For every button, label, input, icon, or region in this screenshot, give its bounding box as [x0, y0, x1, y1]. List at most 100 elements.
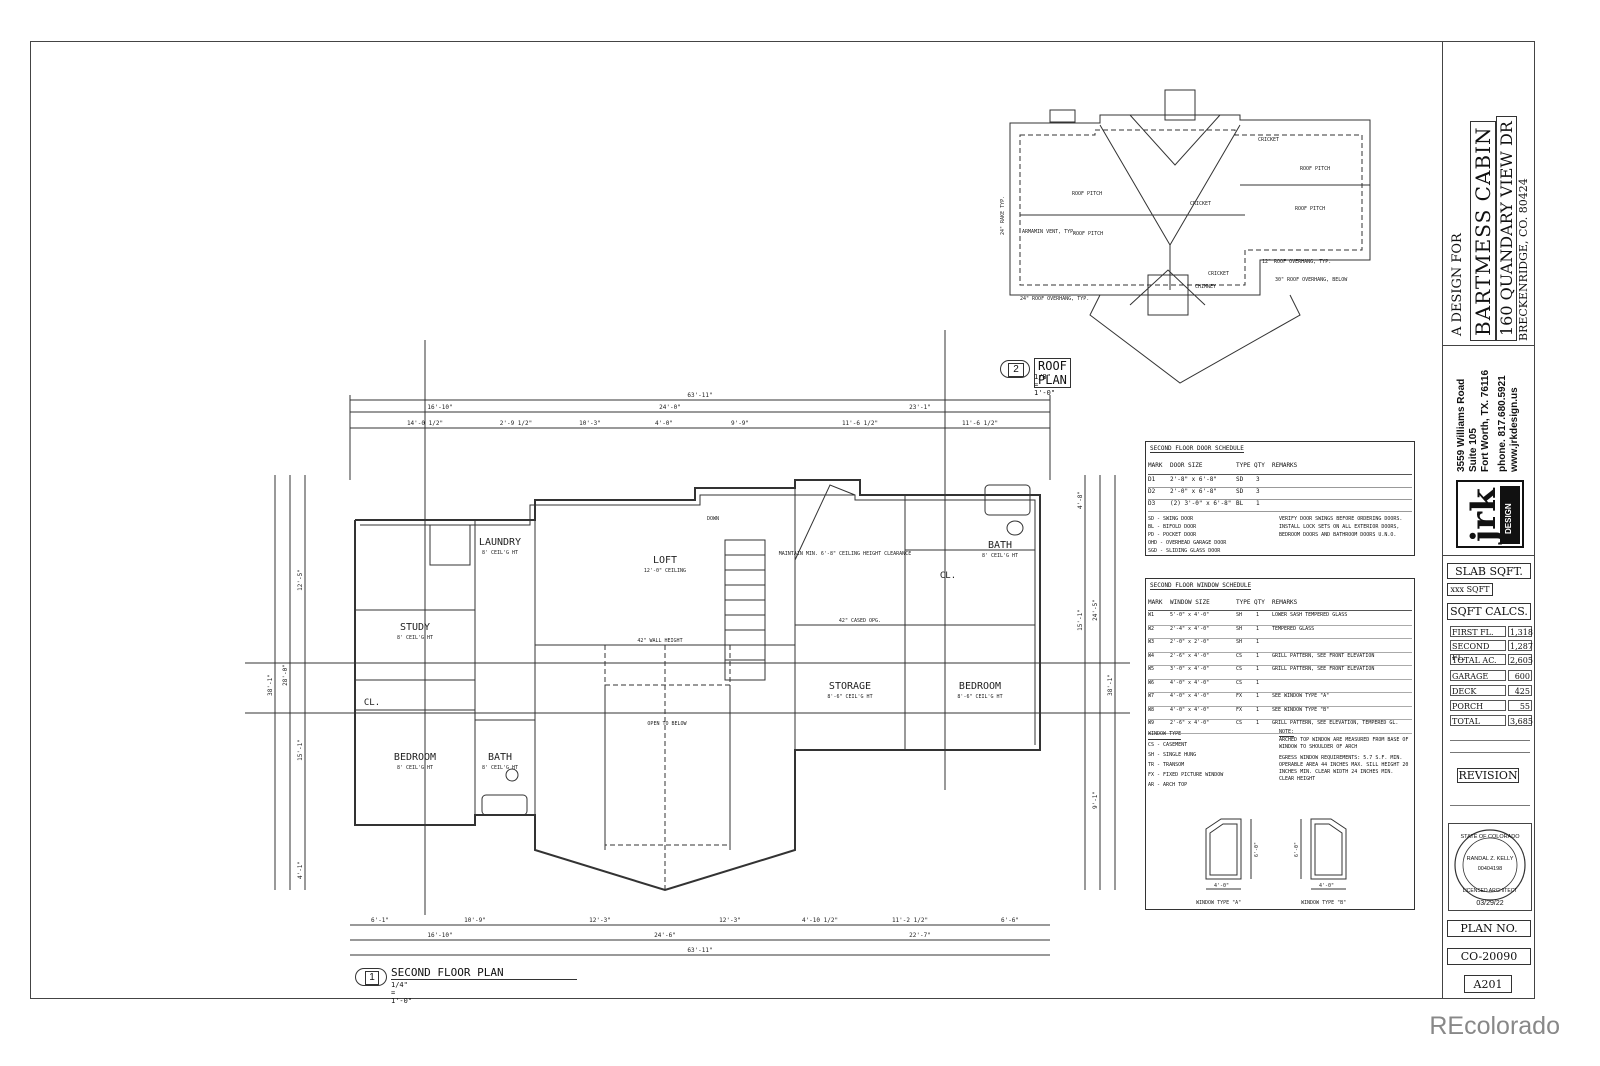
revision-line	[1450, 805, 1530, 806]
room-height: 8'-6" CEIL'G HT	[957, 694, 1002, 700]
roof-plan-drawing: ARMAMIN VENT, TYP. 24" ROOF OVERHANG, TY…	[1000, 89, 1371, 384]
room-name: BATH	[488, 752, 512, 763]
dim-right: 24'-5"	[1092, 599, 1099, 621]
dim-top: 14'-0 1/2"	[407, 420, 443, 427]
calc-value: 2,605	[1508, 654, 1533, 665]
cell: W4	[1148, 652, 1155, 659]
cell: CS	[1236, 720, 1243, 726]
cell: SEE WINDOW TYPE "B"	[1272, 706, 1330, 713]
legend-item: PD - POCKET DOOR	[1148, 532, 1197, 538]
calc-label: TOTAL	[1450, 715, 1506, 726]
cell: 4'-0" x 4'-0"	[1170, 679, 1210, 686]
cell: 1	[1256, 639, 1260, 645]
firm-address-1: 3559 Williams Road	[1456, 378, 1467, 472]
firm-logo-text: jrk	[1464, 488, 1504, 542]
door-header-cell: TYPE	[1236, 462, 1251, 469]
roof-note: 12" ROOF OVERHANG, TYP.	[1262, 259, 1331, 265]
window-header-cell: MARK	[1148, 599, 1163, 606]
cell: 1	[1256, 706, 1260, 713]
window-header-cell: WINDOW SIZE	[1170, 599, 1210, 606]
roof-note: ROOF PITCH	[1072, 191, 1102, 197]
second-floor-plan-drawing: 63'-11" 16'-10" 24'-0" 23'-1" 14'-0 1/2"…	[245, 330, 1130, 956]
dim-left: 38'-1"	[267, 674, 274, 696]
calc-row: FIRST FL.1,318	[1450, 626, 1533, 638]
plan-note: DOWN	[707, 516, 719, 522]
cell: 3'-0" x 4'-0"	[1170, 666, 1210, 672]
window-types-title: WINDOW TYPE	[1148, 729, 1182, 740]
window-header-cell: QTY	[1254, 599, 1265, 606]
firm-address-3: Fort Worth, TX. 76116	[1480, 369, 1491, 472]
sheet-border	[30, 41, 1535, 999]
seal-state: STATE OF COLORADO	[1460, 834, 1520, 840]
cell: 1	[1256, 679, 1260, 686]
door-note: INSTALL LOCK SETS ON ALL EXTERIOR DOORS,…	[1279, 524, 1400, 538]
dim-bottom: 11'-2 1/2"	[892, 917, 928, 924]
calc-value: 3,685	[1508, 715, 1533, 726]
window-type-dim: 4'-0"	[1214, 883, 1229, 889]
cell: W8	[1148, 706, 1155, 713]
floor-plan-title: SECOND FLOOR PLAN	[391, 966, 577, 980]
plan-no: CO-20090	[1447, 948, 1531, 965]
window-type-item: AR - ARCH TOP	[1148, 782, 1188, 788]
firm-logo: jrk DESIGN	[1456, 480, 1524, 548]
dim-bottom: 10'-9"	[464, 917, 486, 924]
cell: 1	[1256, 612, 1260, 618]
roof-note: CRICKET	[1208, 271, 1229, 277]
window-type-b-label: WINDOW TYPE "B"	[1301, 900, 1346, 906]
window-type-a-label: WINDOW TYPE "A"	[1196, 900, 1241, 906]
calc-row: SECOND FL.1,287	[1450, 640, 1533, 662]
cell: W2	[1148, 625, 1155, 632]
window-notes: NOTE: ARCHED TOP WINDOW ARE MEASURED FRO…	[1279, 729, 1409, 783]
window-type-diagrams: 4'-0" 4'-0" 6'-0" 6'-0" WINDOW TYPE "A" …	[1196, 818, 1347, 906]
roof-note: ROOF PITCH	[1300, 166, 1330, 172]
window-note: ARCHED TOP WINDOW ARE MEASURED FROM BASE…	[1279, 737, 1409, 750]
dim-top: 9'-9"	[731, 420, 749, 427]
firm-block: 3559 Williams Road Suite 105 Fort Worth,…	[1442, 348, 1535, 556]
dim-bottom: 4'-10 1/2"	[802, 917, 838, 924]
calc-label: TOTAL AC.	[1450, 654, 1506, 665]
cell: FX	[1236, 693, 1243, 699]
cell: 2'-0" x 6'-8"	[1170, 488, 1217, 495]
firm-address-2: Suite 105	[1468, 428, 1479, 472]
cell: GRILL PATTERN, SEE FRONT ELEVATION	[1272, 652, 1375, 659]
room-height: 12'-0" CEILING	[644, 568, 686, 574]
door-schedule-header: MARK DOOR SIZE TYPE QTY REMARKS	[1148, 462, 1412, 475]
dim-top: 16'-10"	[427, 404, 452, 411]
window-type-dim: 6'-0"	[1294, 842, 1300, 857]
dim-bottom: 6'-6"	[1001, 917, 1019, 924]
firm-logo-sub: DESIGN	[1504, 503, 1513, 534]
cell: 3	[1256, 488, 1260, 495]
cell: 1	[1256, 625, 1260, 632]
roof-plan-scale: 1/8" = 1'-0"	[1034, 373, 1056, 397]
cell: W3	[1148, 639, 1155, 645]
room-height: 8'-6" CEIL'G HT	[827, 694, 872, 700]
window-header-cell: TYPE	[1236, 599, 1251, 606]
calc-row: TOTAL AC.2,605	[1450, 654, 1533, 666]
dim-top: 23'-1"	[909, 404, 931, 411]
window-type-item: CS - CASEMENT	[1148, 742, 1188, 748]
watermark: REcolorado	[1429, 1012, 1560, 1040]
dim-right: 15'-1"	[1077, 609, 1084, 631]
cell: D3	[1148, 500, 1156, 507]
cell: 2'-0" x 2'-0"	[1170, 639, 1210, 645]
title-block-project: A DESIGN FOR BARTMESS CABIN 160 QUANDARY…	[1442, 41, 1535, 346]
calc-value: 1,287	[1508, 640, 1533, 651]
sheet-number: A201	[1464, 975, 1512, 993]
plan-note: OPEN TO BELOW	[647, 721, 687, 727]
plan-note: 42" WALL HEIGHT	[637, 638, 682, 644]
cell: 1	[1256, 666, 1260, 672]
cell: 2'-6" x 4'-0"	[1170, 652, 1210, 659]
cell: 4'-0" x 4'-0"	[1170, 706, 1210, 713]
calc-label: SECOND FL.	[1450, 640, 1506, 662]
window-schedule-title: SECOND FLOOR WINDOW SCHEDULE	[1150, 582, 1252, 590]
seal-name: RANDAL Z. KELLY	[1466, 856, 1514, 862]
dim-bottom: 6'-1"	[371, 917, 389, 924]
